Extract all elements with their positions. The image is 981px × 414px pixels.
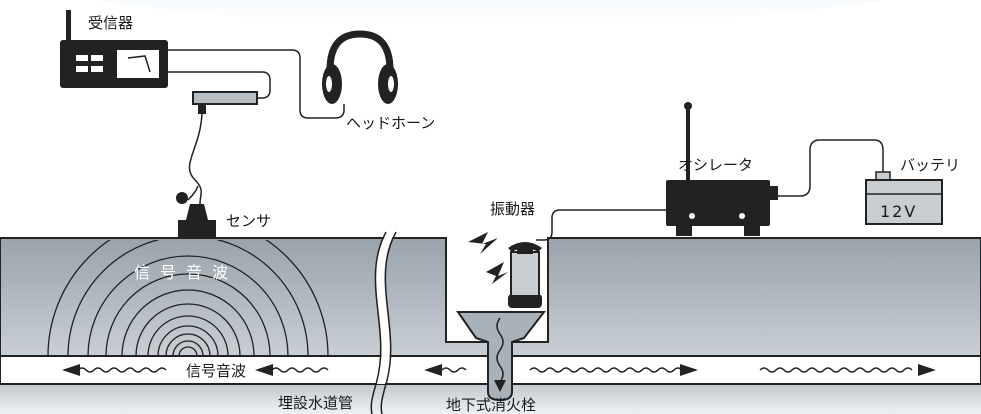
sensor-cable bbox=[188, 113, 203, 205]
sensor-label: センサ bbox=[226, 212, 271, 230]
sensor-amplifier bbox=[192, 91, 258, 114]
cut-line-2 bbox=[380, 231, 397, 414]
cut-line bbox=[370, 231, 387, 414]
receiver-to-amp-cable bbox=[168, 71, 271, 99]
vibrator-device bbox=[508, 242, 542, 308]
oscillator-device bbox=[666, 102, 778, 236]
signal-sound-arc-label: 信号音波 bbox=[134, 263, 238, 282]
pipe-wave-left bbox=[77, 367, 329, 373]
vibrator-label: 振動器 bbox=[490, 200, 535, 218]
arrow-right-2 bbox=[918, 364, 936, 376]
headphones bbox=[322, 30, 398, 104]
receiver-label: 受信器 bbox=[88, 14, 133, 32]
oscillator-cable bbox=[536, 209, 666, 241]
oscillator-label: オシレータ bbox=[678, 156, 753, 174]
arrow-left-2 bbox=[255, 364, 273, 376]
battery-voltage-label: 12V bbox=[880, 202, 917, 221]
sensor-device bbox=[176, 185, 216, 238]
receiver-device bbox=[60, 10, 168, 88]
water-pipe-label: 埋設水道管 bbox=[278, 394, 353, 412]
pipe-wave-right bbox=[441, 367, 913, 373]
sky-glow bbox=[96, 0, 884, 25]
arrow-right-1 bbox=[680, 364, 698, 376]
headphones-label: ヘッドホーン bbox=[346, 114, 435, 132]
battery-device bbox=[865, 171, 943, 225]
arrow-left-1 bbox=[62, 364, 80, 376]
hydrant-label: 地下式消火栓 bbox=[446, 396, 536, 414]
signal-sound-pipe-label: 信号音波 bbox=[186, 362, 246, 380]
signal-arcs bbox=[47, 240, 329, 356]
arrow-left-3 bbox=[424, 364, 442, 376]
underground-hydrant bbox=[456, 311, 547, 402]
headphone-cable bbox=[168, 49, 345, 119]
vibration-zigzag bbox=[468, 232, 508, 284]
battery-cable bbox=[778, 139, 884, 197]
battery-label: バッテリ bbox=[900, 156, 960, 174]
